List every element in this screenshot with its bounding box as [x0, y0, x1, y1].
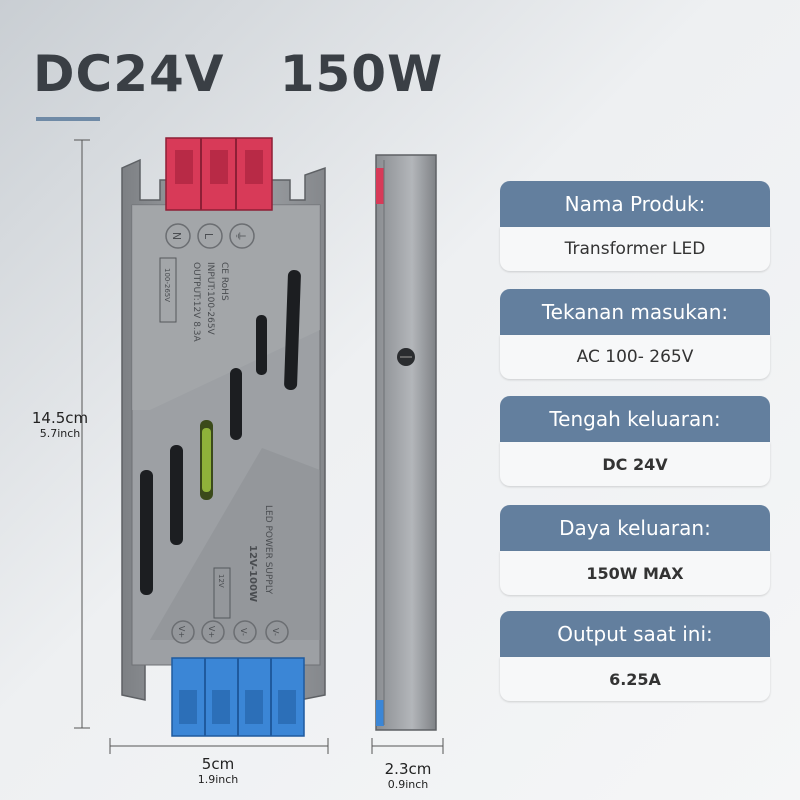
label-output: OUTPUT:12V 8.3A [191, 262, 201, 343]
spec-value: 6.25A [500, 657, 770, 701]
power-supply-front [121, 158, 326, 701]
spec-label: Output saat ini: [500, 611, 770, 657]
spec-label: Daya keluaran: [500, 505, 770, 551]
dimension-depth: 2.3cm 0.9inch [370, 760, 446, 791]
label-top-n: N [170, 232, 183, 240]
spec-value: AC 100- 265V [500, 335, 770, 379]
label-input: INPUT:100-265V [205, 262, 215, 336]
label-bottom-3: V- [239, 628, 248, 636]
dimension-height-line [74, 139, 90, 729]
dimension-width-inch: 1.9inch [197, 773, 239, 786]
label-bottom-4: V- [271, 628, 280, 636]
headline-power: 150W [279, 45, 444, 103]
spec-value: Transformer LED [500, 227, 770, 271]
spec-label: Nama Produk: [500, 181, 770, 227]
terminal-block-output [171, 657, 305, 737]
label-bottom-1: V+ [177, 626, 186, 638]
spec-card-input-voltage: Tekanan masukan: AC 100- 265V [500, 289, 770, 379]
dimension-width-cm: 5cm [201, 755, 235, 773]
terminal-block-input [165, 137, 273, 211]
dimension-depth-inch: 0.9inch [387, 778, 429, 791]
label-bottom-2: V+ [207, 626, 216, 638]
headline: DC24V 150W [33, 45, 443, 103]
dimension-height-cm: 14.5cm [31, 409, 89, 427]
dimension-depth-line [371, 738, 444, 754]
label-certs: CE RoHS [219, 262, 229, 301]
label-range: 100-265V [163, 268, 171, 302]
dimension-depth-cm: 2.3cm [384, 760, 432, 778]
label-top-l: L [202, 233, 215, 240]
spec-value: DC 24V [500, 442, 770, 486]
dimension-width: 5cm 1.9inch [180, 755, 256, 786]
spec-label: Tengah keluaran: [500, 396, 770, 442]
label-out-tag: 12V [217, 574, 225, 588]
spec-card-output-voltage: Tengah keluaran: DC 24V [500, 396, 770, 486]
headline-underline [36, 117, 100, 121]
spec-card-output-current: Output saat ini: 6.25A [500, 611, 770, 701]
label-model: 12V-100W [247, 545, 258, 602]
spec-value: 150W MAX [500, 551, 770, 595]
spec-label: Tekanan masukan: [500, 289, 770, 335]
spec-card-output-power: Daya keluaran: 150W MAX [500, 505, 770, 595]
headline-voltage: DC24V [33, 45, 225, 103]
dimension-height-inch: 5.7inch [39, 427, 81, 440]
label-top-ground: ⏚ [234, 231, 247, 242]
label-title: LED POWER SUPPLY [263, 505, 273, 595]
spec-card-product-name: Nama Produk: Transformer LED [500, 181, 770, 271]
dimension-height: 14.5cm 5.7inch [22, 409, 98, 440]
dimension-width-line [109, 738, 329, 754]
power-supply-side [375, 154, 437, 731]
